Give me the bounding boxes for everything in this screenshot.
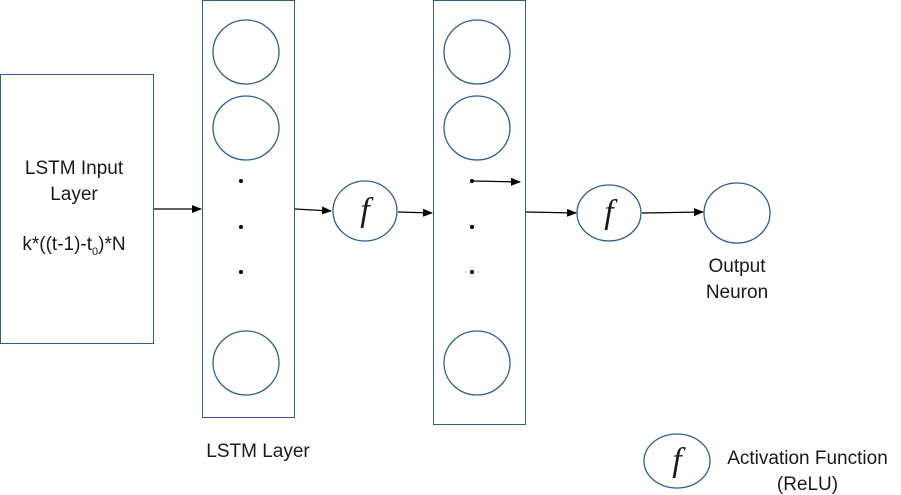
lstm2-ellipsis-dot-1 [470,179,474,183]
legend-label-line2: (ReLU) [776,474,839,495]
lstm1-ellipsis-dot-3 [239,270,243,274]
lstm1-neuron-last [212,330,280,396]
arrow-lstm1-to-activation1 [294,206,332,215]
lstm2-neuron-last [443,330,511,396]
input-layer-title-line1: LSTM Input [24,158,124,179]
arrow-activation2-to-output [641,208,704,217]
lstm2-neuron-2 [443,95,511,161]
input-layer-title-line2: Layer [50,184,98,205]
activation-node-1 [332,180,398,242]
lstm1-neuron-2 [212,95,280,161]
activation-1-symbol: f [360,192,370,229]
formula-prefix: k*((t-1)-t [22,234,93,255]
input-layer-title: LSTM Input Layer [0,156,148,208]
lstm2-neuron-1 [443,19,511,85]
activation-node-2 [576,184,642,242]
arrow-lstm2-to-activation2 [525,208,577,217]
lstm-input-layer-box [0,74,154,344]
arrow-inside-lstm2 [473,177,521,186]
lstm-layer-label: LSTM Layer [206,441,310,462]
lstm1-ellipsis-dot-1 [239,179,243,183]
arrow-activation1-to-lstm2 [397,208,433,217]
legend-label-line1: Activation Function [727,448,888,469]
lstm2-ellipsis-dot-3 [470,270,474,274]
legend-activation-symbol: f [672,442,682,479]
output-neuron [703,182,771,244]
formula-subscript: 0 [92,245,99,258]
output-label-line2: Neuron [705,282,769,303]
formula-suffix: )*N [98,234,126,255]
activation-2-symbol: f [604,194,614,231]
legend-label: Activation Function (ReLU) [715,446,900,495]
input-layer-formula: k*((t-1)-t0)*N [0,232,148,265]
output-neuron-label: Output Neuron [677,254,797,306]
lstm2-ellipsis-dot-2 [470,225,474,229]
legend-activation-node [643,433,711,489]
output-label-line1: Output [708,256,766,277]
lstm1-ellipsis-dot-2 [239,225,243,229]
lstm1-neuron-1 [212,19,280,85]
